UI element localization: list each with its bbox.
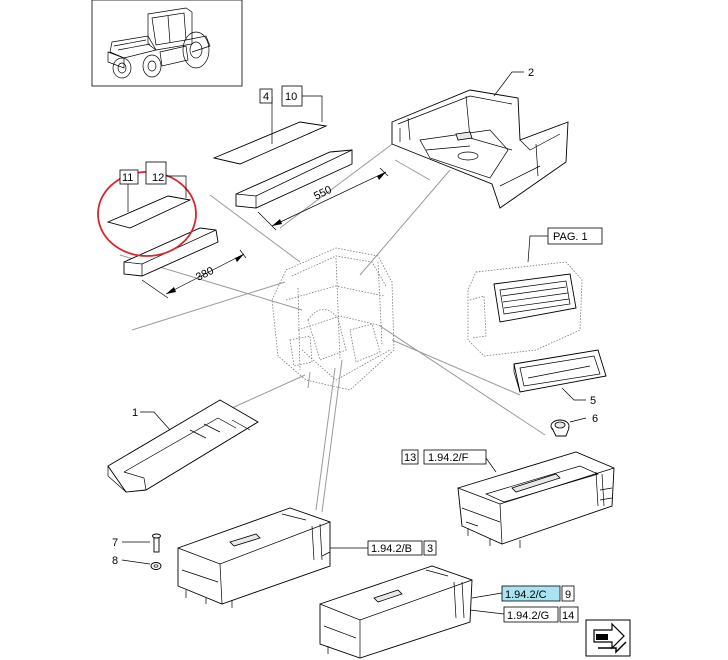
vent-grille-part-5: [513, 349, 607, 393]
label-8: 8: [112, 555, 118, 567]
cab-frame-outline: [271, 247, 395, 391]
label-2: 2: [528, 67, 534, 79]
tractor-thumbnail-icon: [91, 0, 243, 87]
label-6: 6: [592, 413, 598, 425]
label-9: 9: [565, 589, 571, 601]
ref-f-link[interactable]: 1.94.2/F: [428, 452, 469, 464]
callout-part-9-ref-c[interactable]: 1.94.2/C 9: [501, 585, 575, 602]
ref-c-link[interactable]: 1.94.2/C: [505, 589, 547, 601]
callout-part-7: 7: [112, 537, 118, 549]
page-reference-box[interactable]: PAG. 1: [547, 227, 603, 245]
callout-part-8: 8: [112, 555, 118, 567]
mat-part-10: [212, 121, 353, 209]
floor-mat-part-2: [391, 89, 569, 209]
label-11: 11: [122, 172, 133, 184]
mat-part-12: [106, 195, 219, 277]
dimension-550-text: 550: [312, 184, 334, 203]
callout-part-4-10: 4 10: [259, 85, 303, 107]
label-7: 7: [112, 537, 118, 549]
ref-b-link[interactable]: 1.94.2/B: [371, 543, 412, 555]
knob-part-6: [550, 419, 570, 437]
callout-part-14-ref-g[interactable]: 1.94.2/G 14: [503, 606, 579, 623]
battery-box-part-13: [457, 451, 615, 548]
vent-housing-assembly: [467, 261, 583, 357]
label-1: 1: [132, 407, 138, 419]
side-mat-part-1: [107, 399, 259, 493]
callout-part-11-12: 11 12: [119, 161, 167, 185]
callout-part-13-ref-f[interactable]: 13 1.94.2/F: [401, 449, 487, 465]
label-12: 12: [152, 172, 164, 184]
nut-part-8: [150, 562, 162, 570]
label-14: 14: [562, 610, 574, 622]
label-4: 4: [263, 91, 269, 103]
callout-part-6: 6: [592, 413, 598, 425]
callout-part-5: 5: [590, 395, 596, 407]
ref-g-link[interactable]: 1.94.2/G: [507, 610, 549, 622]
callout-part-3-ref-b[interactable]: 1.94.2/B 3: [367, 540, 437, 556]
bolt-part-7: [152, 533, 161, 553]
label-5: 5: [590, 395, 596, 407]
dimension-380-text: 380: [194, 265, 216, 284]
section-lines: [119, 141, 546, 513]
label-3: 3: [427, 543, 433, 555]
page-reference-label[interactable]: PAG. 1: [553, 231, 588, 243]
label-13: 13: [404, 452, 416, 464]
battery-box-part-9: [319, 565, 473, 659]
callout-part-2: 2: [528, 67, 534, 79]
label-10: 10: [285, 91, 297, 103]
leader-lines: [121, 71, 587, 615]
battery-box-part-3: [177, 507, 331, 608]
next-page-arrow-icon[interactable]: [585, 619, 631, 657]
callout-part-1: 1: [132, 407, 138, 419]
